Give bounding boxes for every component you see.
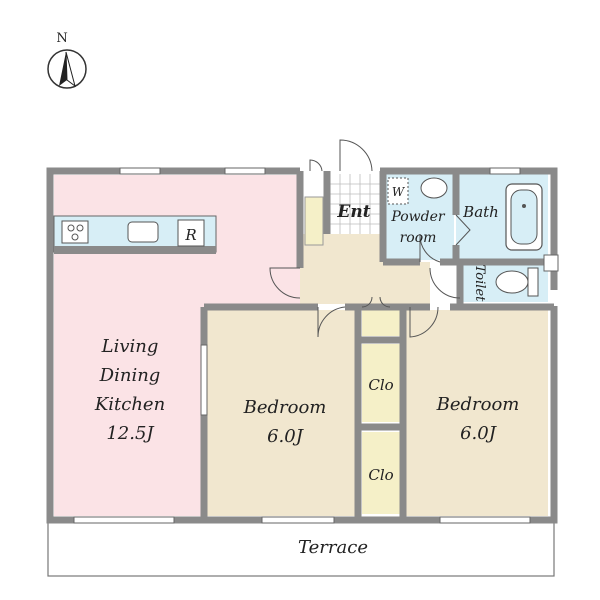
shoe-cabinet — [304, 196, 324, 246]
closet-upper-floor — [362, 344, 400, 422]
hall-floor — [300, 234, 430, 304]
bedroom-west-size: 6.0J — [267, 426, 305, 447]
terrace — [47, 519, 555, 577]
ldk-label-line3: Kitchen — [94, 394, 165, 415]
compass-needle-icon — [59, 52, 67, 86]
room-labels: Living Dining Kitchen 12.5J Bedroom 6.0J… — [94, 185, 520, 558]
entrance-tiles — [330, 174, 380, 234]
compass-needle-light-icon — [65, 51, 76, 88]
bath-label: Bath — [462, 203, 499, 221]
closet-lower-label: Clo — [368, 466, 393, 484]
ldk-label-line2: Dining — [99, 365, 161, 386]
bedroom-west-label: Bedroom — [243, 397, 327, 418]
compass: N — [47, 31, 87, 89]
doors — [269, 139, 471, 338]
bedroom-east-size: 6.0J — [460, 423, 498, 444]
wash-basin-icon — [420, 177, 448, 199]
powder-label-line1: Powder — [390, 209, 446, 225]
bedroom-east-floor — [406, 310, 548, 516]
windows — [73, 167, 559, 524]
bedroom-east-label: Bedroom — [436, 394, 520, 415]
closet-lower-floor — [362, 432, 400, 514]
closet-upper-label: Clo — [368, 376, 393, 394]
washer-box — [387, 177, 409, 205]
fridge-box — [177, 219, 205, 247]
ldk-size-label: 12.5J — [106, 423, 155, 444]
washer-label: W — [392, 185, 406, 199]
powder-label-line2: room — [400, 230, 437, 246]
fridge-label: R — [184, 226, 196, 244]
toilet-label: Toilet — [472, 265, 487, 302]
bedroom-west-floor — [206, 310, 356, 516]
kitchen-counter: R — [53, 215, 217, 254]
sink-icon — [127, 221, 159, 243]
closet-top-floor — [362, 310, 400, 336]
compass-north-label: N — [56, 31, 67, 46]
toilet-icon — [495, 267, 539, 297]
entrance-label: Ent — [336, 202, 370, 222]
ldk-floor — [54, 175, 300, 516]
terrace-label: Terrace — [298, 537, 368, 558]
ldk-label-line1: Living — [101, 336, 159, 357]
